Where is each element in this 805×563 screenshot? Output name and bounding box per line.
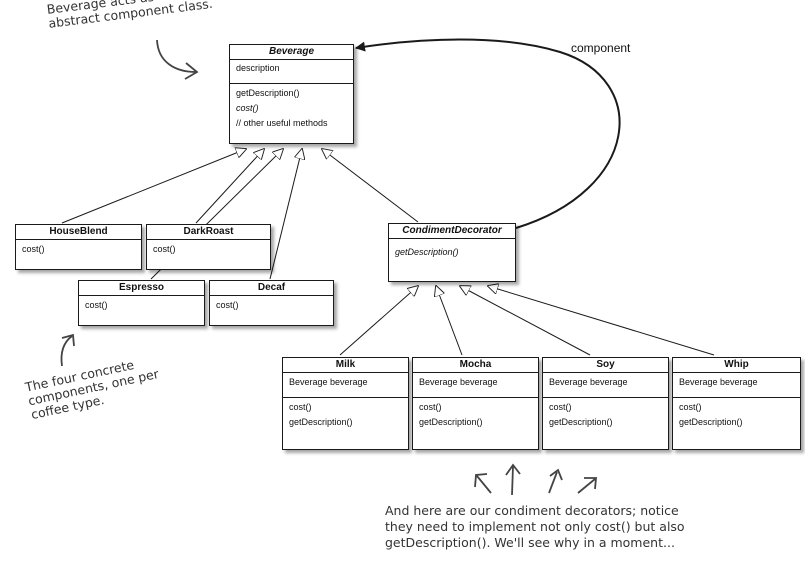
decorators-note-arrow-4 — [577, 477, 597, 494]
class-darkroast: DarkRoast cost() — [146, 224, 271, 270]
attribute: description — [236, 63, 280, 73]
link-darkroast-beverage — [195, 149, 264, 224]
method: cost() — [236, 103, 259, 113]
class-condimentdecorator: CondimentDecorator getDescription() — [388, 223, 516, 282]
method: cost() — [216, 300, 239, 310]
method: getDescription() — [679, 417, 743, 427]
attribute: Beverage beverage — [679, 377, 758, 387]
decorators-note-arrow-1 — [474, 473, 492, 494]
class-name: HouseBlend — [16, 225, 141, 240]
component-association — [355, 38, 621, 229]
class-houseblend: HouseBlend cost() — [15, 224, 142, 270]
method: // other useful methods — [236, 118, 328, 128]
beverage-note-arrowhead — [184, 62, 199, 80]
method: getDescription() — [236, 88, 300, 98]
components-note-arrowhead — [61, 333, 75, 347]
attribute: Beverage beverage — [549, 377, 628, 387]
class-name: CondimentDecorator — [389, 224, 515, 239]
class-beverage: Beverage description getDescription() co… — [229, 44, 354, 144]
class-soy: Soy Beverage beverage cost() getDescripti… — [542, 357, 669, 450]
link-condiment-beverage — [322, 149, 419, 223]
note-line: And here are our condiment decorators; n… — [385, 503, 679, 518]
class-name: Soy — [543, 358, 668, 373]
class-name: Mocha — [413, 358, 538, 373]
class-name: Decaf — [210, 281, 333, 296]
attribute: Beverage beverage — [289, 377, 368, 387]
link-houseblend-beverage — [61, 149, 246, 224]
method: cost() — [153, 244, 176, 254]
method: cost() — [549, 402, 572, 412]
attribute: Beverage beverage — [419, 377, 498, 387]
link-mocha-decorator — [436, 286, 463, 356]
link-whip-decorator — [488, 286, 715, 356]
method: cost() — [85, 300, 108, 310]
class-name: Whip — [673, 358, 800, 373]
class-mocha: Mocha Beverage beverage cost() getDescrip… — [412, 357, 539, 450]
link-decaf-beverage — [269, 149, 302, 280]
decorators-note: And here are our condiment decorators; n… — [385, 503, 685, 551]
link-soy-decorator — [460, 286, 591, 356]
components-note-arrow — [60, 335, 73, 367]
class-milk: Milk Beverage beverage cost() getDescript… — [282, 357, 409, 450]
method: getDescription() — [549, 417, 613, 427]
decorators-note-arrow-2 — [505, 463, 521, 496]
note-line: they need to implement not only cost() b… — [385, 519, 685, 534]
link-milk-decorator — [339, 286, 418, 356]
method: cost() — [419, 402, 442, 412]
method: getDescription() — [395, 247, 459, 257]
component-label: component — [571, 41, 631, 55]
class-name: Beverage — [230, 45, 353, 60]
note-line: getDescription(). We'll see why in a mom… — [385, 535, 675, 550]
class-decaf: Decaf cost() — [209, 280, 334, 326]
method: cost() — [679, 402, 702, 412]
method: cost() — [22, 244, 45, 254]
method: cost() — [289, 402, 312, 412]
class-whip: Whip Beverage beverage cost() getDescript… — [672, 357, 801, 450]
class-name: Espresso — [79, 281, 204, 296]
method: getDescription() — [289, 417, 353, 427]
decorators-note-arrow-3 — [548, 468, 563, 494]
class-espresso: Espresso cost() — [78, 280, 205, 326]
class-name: DarkRoast — [147, 225, 270, 240]
method: getDescription() — [419, 417, 483, 427]
beverage-note-arrow — [156, 39, 197, 73]
class-name: Milk — [283, 358, 408, 373]
